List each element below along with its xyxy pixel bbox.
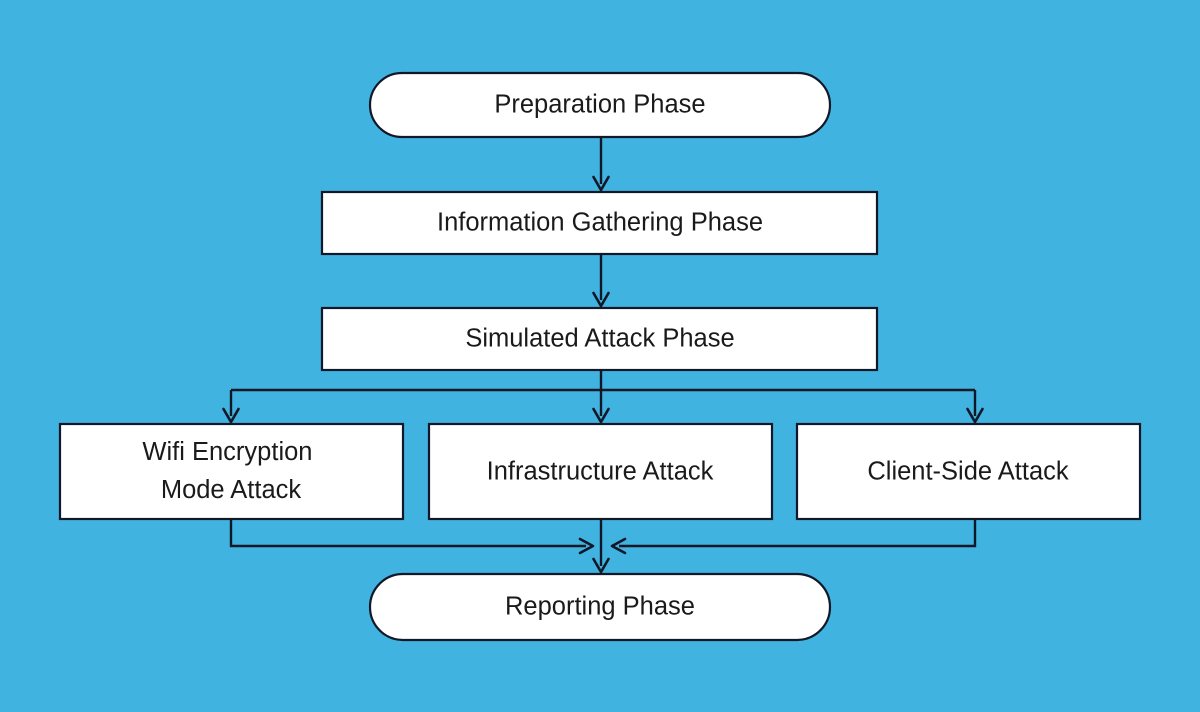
node-infrastructure-attack-shape[interactable] (427, 422, 774, 521)
node-information-gathering-phase[interactable]: Information Gathering Phase (320, 190, 879, 256)
node-information-gathering-phase-shape[interactable] (320, 190, 879, 256)
node-wifi-encryption-mode-attack-shape[interactable] (58, 422, 405, 521)
node-preparation-phase[interactable]: Preparation Phase (368, 71, 832, 139)
node-reporting-phase-label: Reporting Phase (505, 593, 695, 621)
node-infrastructure-attack[interactable]: Infrastructure Attack (427, 422, 774, 521)
edge-simulated-attack-to-wifi-encryption-mode-attack (222, 390, 240, 424)
node-infrastructure-attack-label: Infrastructure Attack (487, 458, 714, 486)
node-wifi-encryption-mode-attack-line-1: Wifi Encryption (142, 438, 312, 466)
connector-layer (222, 137, 984, 574)
edge-simulated-attack-branch-bus (231, 370, 975, 392)
node-wifi-encryption-mode-attack-label: Wifi Encryption Mode Attack (142, 438, 319, 504)
node-information-gathering-phase-label: Information Gathering Phase (437, 209, 763, 237)
node-simulated-attack-phase-label: Simulated Attack Phase (465, 325, 734, 353)
node-client-side-attack-shape[interactable] (795, 422, 1142, 521)
node-reporting-phase[interactable]: Reporting Phase (368, 572, 832, 642)
edge-client-side-attack-to-reporting (610, 519, 977, 555)
node-simulated-attack-phase-shape[interactable] (320, 306, 879, 372)
node-wifi-encryption-mode-attack[interactable]: Wifi Encryption Mode Attack (58, 422, 405, 521)
node-wifi-encryption-mode-attack-line-2: Mode Attack (161, 476, 302, 504)
edge-preparation-to-information-gathering (592, 137, 610, 192)
node-reporting-phase-shape[interactable] (368, 572, 832, 642)
node-client-side-attack[interactable]: Client-Side Attack (795, 422, 1142, 521)
node-simulated-attack-phase[interactable]: Simulated Attack Phase (320, 306, 879, 372)
edge-simulated-attack-to-infrastructure-attack (592, 390, 610, 424)
edge-wifi-encryption-mode-attack-to-reporting (229, 519, 595, 555)
node-preparation-phase-shape[interactable] (368, 71, 832, 139)
node-layer: Preparation Phase Information Gathering … (58, 71, 1142, 642)
edge-information-gathering-to-simulated-attack (592, 254, 610, 308)
node-preparation-phase-label: Preparation Phase (494, 91, 705, 119)
edge-infrastructure-attack-to-reporting (592, 519, 610, 574)
node-client-side-attack-label: Client-Side Attack (867, 458, 1069, 486)
edge-simulated-attack-to-client-side-attack (966, 390, 984, 424)
